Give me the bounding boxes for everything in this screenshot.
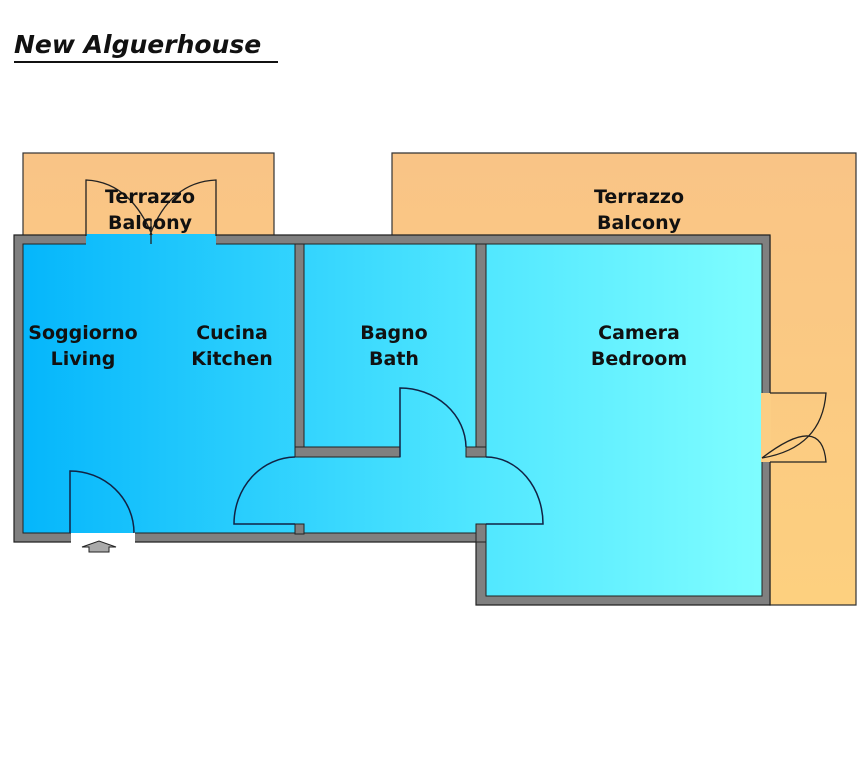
wall-bath-bottom <box>294 446 401 458</box>
wall-living-bath <box>294 243 305 458</box>
wall-bath-bedroom <box>475 243 487 458</box>
balcony-door-opening-right <box>761 393 771 462</box>
bath-label-en: Bath <box>369 348 419 370</box>
balcony-door-right[interactable] <box>761 392 827 463</box>
wall-bath-stub <box>465 446 487 458</box>
terrace-left-label-en: Balcony <box>108 212 193 234</box>
room-floor <box>22 243 763 597</box>
title-underline <box>14 61 278 63</box>
bedroom-label-it: Camera <box>598 322 680 344</box>
bedroom-label-en: Bedroom <box>591 348 687 370</box>
terrace-left <box>22 152 275 237</box>
kitchen-label-it: Cucina <box>196 322 268 344</box>
front-door-opening <box>71 532 135 543</box>
living-label-en: Living <box>51 348 116 370</box>
bath-door[interactable] <box>399 387 467 457</box>
wall-stub-hall-right <box>475 523 487 543</box>
front-door[interactable] <box>69 470 135 534</box>
page-title: New Alguerhouse <box>14 30 262 59</box>
terrace-right-label-en: Balcony <box>597 212 682 234</box>
bath-label-it: Bagno <box>360 322 427 344</box>
terrace-left-label-it: Terrazzo <box>105 186 195 208</box>
hall-door-right[interactable] <box>485 456 544 525</box>
hall-door-left[interactable] <box>233 456 296 525</box>
living-label-it: Soggiorno <box>28 322 137 344</box>
terrace-right-label-it: Terrazzo <box>594 186 684 208</box>
balcony-door-left[interactable] <box>85 179 217 244</box>
kitchen-label-en: Kitchen <box>191 348 273 370</box>
entrance-arrow-icon <box>81 540 117 553</box>
wall-stub-hall-left <box>294 523 305 535</box>
